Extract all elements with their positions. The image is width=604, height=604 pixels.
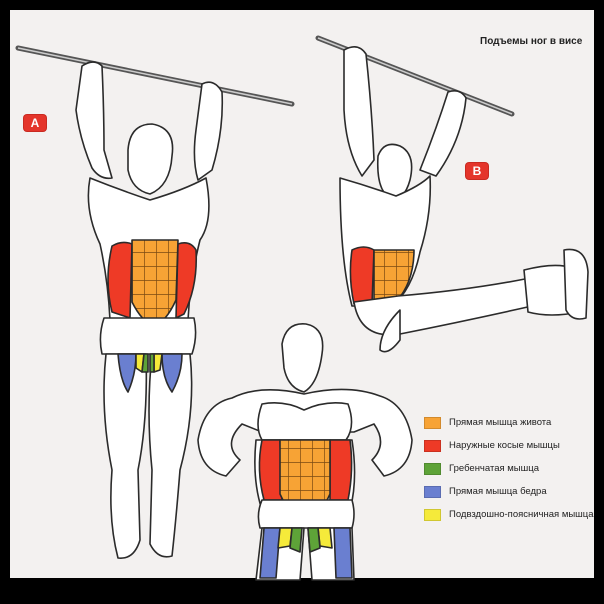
- legend-label: Гребенчатая мышца: [449, 463, 539, 474]
- figure-a-rectus-femoris-right: [161, 353, 183, 393]
- legend-item: Подвздошно-поясничная мышца: [424, 503, 594, 526]
- legend-label: Наружные косые мышцы: [449, 440, 560, 451]
- legend-item: Наружные косые мышцы: [424, 434, 594, 457]
- figure-b-feet: [563, 248, 589, 320]
- figure-a-iliopsoas-right: [153, 353, 163, 373]
- diagram-title: Подъемы ног в висе: [480, 36, 583, 47]
- figure-c-shoulders-arms: [197, 388, 413, 477]
- figure-a-shorts: [99, 317, 197, 355]
- figure-c-rectus-femoris-left: [259, 527, 281, 579]
- legend-swatch-external-obliques: [424, 439, 441, 452]
- figure-a-left-leg: [103, 353, 148, 559]
- legend-item: Гребенчатая мышца: [424, 457, 594, 480]
- figure-a-left-arm: [75, 61, 113, 180]
- figure-a-external-obliques-right: [175, 242, 198, 319]
- figure-a-badge: A: [24, 115, 46, 131]
- figure-b-badge: B: [466, 163, 488, 179]
- figure-a-right-leg: [148, 353, 193, 558]
- legend-swatch-pectineus: [424, 462, 441, 475]
- figure-c-chest: [257, 402, 353, 441]
- legend-item: Прямая мышца живота: [424, 411, 594, 434]
- figure-a-pectineus-left: [141, 353, 149, 373]
- pullup-bar-a-highlight: [17, 47, 293, 105]
- legend-label: Прямая мышца живота: [449, 417, 552, 428]
- figure-c-external-obliques-left: [258, 439, 283, 501]
- legend-label: Подвздошно-поясничная мышца: [449, 509, 594, 520]
- legend-swatch-rectus-femoris: [424, 485, 441, 498]
- figure-b: [315, 35, 589, 353]
- figure-c-pectineus-right: [307, 527, 321, 553]
- legend-label: Прямая мышца бедра: [449, 486, 547, 497]
- figure-c-external-obliques-right: [329, 439, 353, 501]
- figure-a: [15, 45, 295, 559]
- figure-b-external-obliques: [349, 246, 375, 305]
- muscle-legend: Прямая мышца живота Наружные косые мышцы…: [424, 411, 594, 526]
- figure-b-left-arm: [343, 46, 375, 177]
- figure-c-rectus-femoris-right: [333, 527, 353, 579]
- figure-c: [197, 323, 413, 581]
- figure-b-shorts-fold: [379, 309, 401, 353]
- figure-b-right-arm: [419, 90, 467, 177]
- figure-a-right-arm: [193, 81, 224, 181]
- figure-c-head: [281, 323, 324, 393]
- legend-swatch-iliopsoas: [424, 508, 441, 521]
- legend-swatch-rectus-abdominis: [424, 416, 441, 429]
- figure-a-pectineus-right: [149, 353, 155, 373]
- figure-c-pectineus-left: [289, 527, 303, 553]
- legend-item: Прямая мышца бедра: [424, 480, 594, 503]
- figure-a-head: [127, 123, 174, 195]
- figure-c-shorts: [257, 499, 355, 529]
- figure-a-external-obliques-left: [107, 241, 133, 319]
